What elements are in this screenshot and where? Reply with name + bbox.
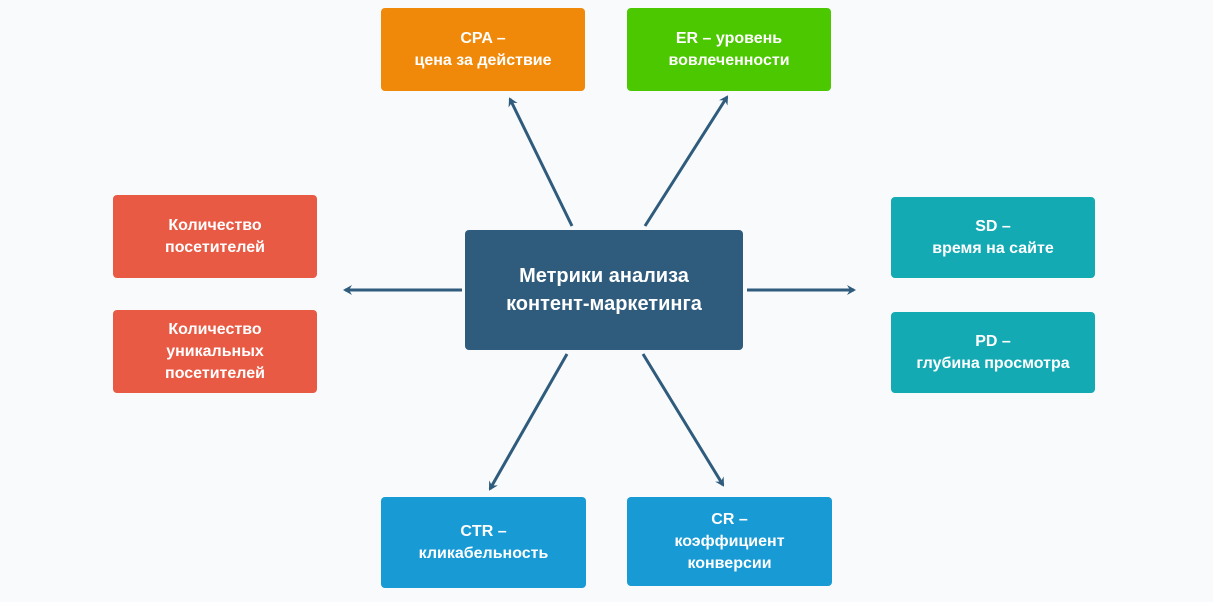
node-line: PD – [975,332,1011,350]
arrow-to-cpa [508,97,574,227]
node-line: конверсии [687,554,772,572]
central-topic: Метрики анализа контент-маркетинга [465,230,743,350]
arrow-to-cr [641,353,725,487]
node-line: ER – уровень [675,29,783,47]
center-line: Метрики анализа [519,265,689,287]
node-line: вовлеченности [668,51,790,69]
node-ctr: CTR – кликабельность [381,497,586,588]
node-er: ER – уровень вовлеченности [627,8,831,91]
node-line: CR – [711,510,748,528]
node-cr: CR – коэффициент конверсии [627,497,832,586]
node-line: уникальных [166,342,264,360]
node-line: кликабельность [418,544,549,562]
node-line: Количество [168,320,262,338]
node-line: SD – [975,217,1011,235]
node-line: время на сайте [932,239,1054,257]
arrow-to-ctr [488,353,569,491]
node-line: посетителей [165,238,265,256]
node-line: CPA – [460,29,506,47]
arrow-to-er [643,95,729,227]
node-line: коэффициент [674,532,785,550]
node-sd: SD – время на сайте [891,197,1095,278]
node-line: посетителей [165,364,265,382]
node-pd: PD – глубина просмотра [891,312,1095,393]
node-unique-visitors: Количество уникальных посетителей [113,310,317,393]
center-line: контент-маркетинга [506,293,702,315]
node-line: Количество [168,216,262,234]
node-visitors: Количество посетителей [113,195,317,278]
node-line: цена за действие [414,51,552,69]
node-line: CTR – [460,522,507,540]
node-line: глубина просмотра [916,354,1070,372]
node-cpa: CPA – цена за действие [381,8,585,91]
